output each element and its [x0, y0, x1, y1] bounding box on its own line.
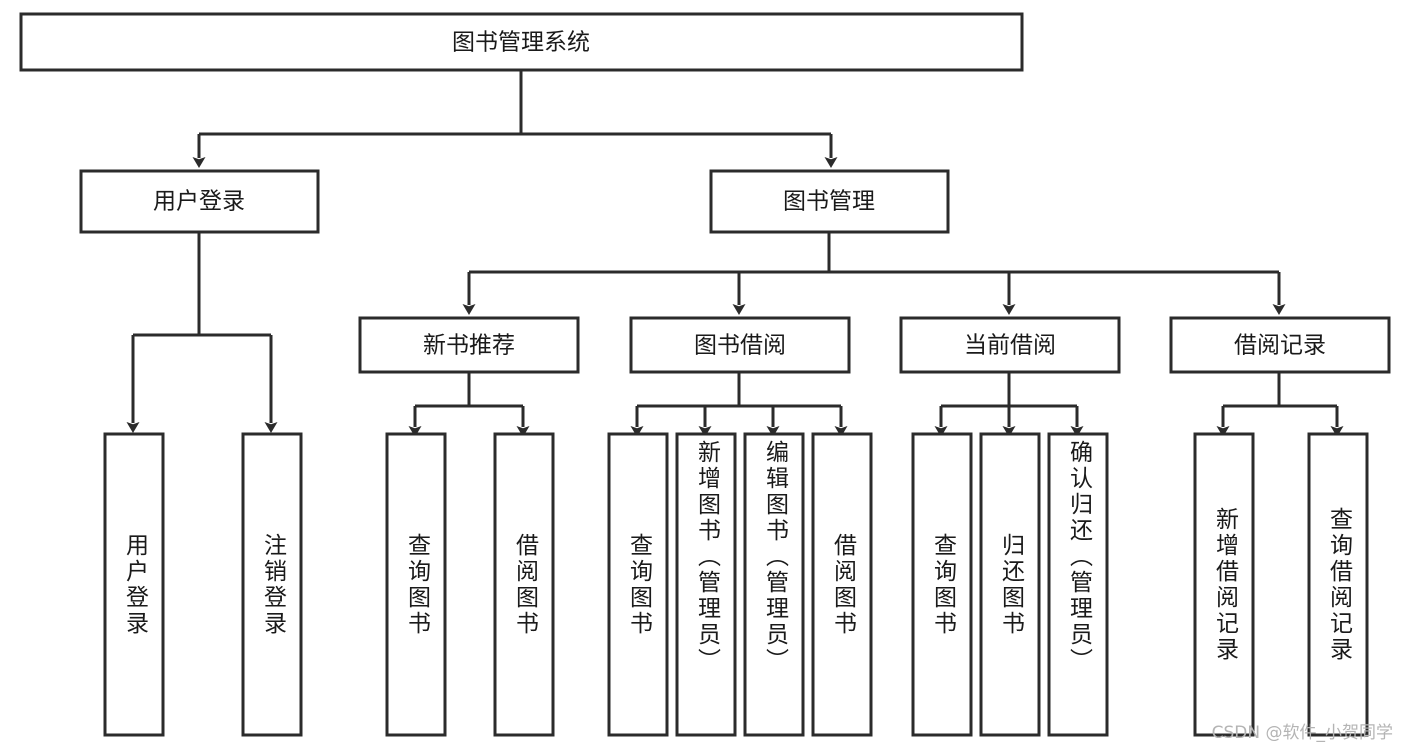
- connector-user-login-to-leaves: [126, 232, 278, 433]
- node-leaf-return-book[interactable]: [979, 432, 1041, 737]
- connector-book-manage-to-level3: [462, 232, 1286, 315]
- node-user-login-label: 用户登录: [153, 189, 245, 215]
- node-book-borrow[interactable]: 图书借阅: [629, 316, 851, 374]
- node-leaf-borrow-book-1[interactable]: [493, 432, 555, 737]
- connector-new-book-recommend-to-leaves: [408, 372, 530, 437]
- connector-current-borrow-to-leaves: [934, 372, 1084, 437]
- node-leaf-confirm-return[interactable]: [1047, 432, 1109, 737]
- connector-book-borrow-to-leaves: [630, 372, 848, 437]
- node-leaf-query-book-2[interactable]: [607, 432, 669, 737]
- node-book-manage-label: 图书管理: [783, 189, 875, 215]
- node-leaf-borrow-book-2[interactable]: [811, 432, 873, 737]
- node-leaf-query-record[interactable]: [1307, 432, 1369, 737]
- node-leaf-query-book-1[interactable]: [385, 432, 447, 737]
- node-root-label: 图书管理系统: [452, 30, 590, 56]
- node-leaf-edit-book[interactable]: [743, 432, 805, 737]
- node-borrow-record[interactable]: 借阅记录: [1169, 316, 1391, 374]
- node-leaf-add-book[interactable]: [675, 432, 737, 737]
- connector-root-to-level2: [192, 70, 838, 168]
- node-new-book-recommend[interactable]: 新书推荐: [358, 316, 580, 374]
- connector-borrow-record-to-leaves: [1216, 372, 1344, 437]
- node-leaf-user-logout[interactable]: [241, 432, 303, 737]
- node-leaf-query-book-3[interactable]: [911, 432, 973, 737]
- node-root[interactable]: 图书管理系统: [19, 12, 1024, 72]
- node-user-login[interactable]: 用户登录: [79, 169, 320, 234]
- csdn-watermark: CSDN @软件_小贺同学: [1211, 723, 1393, 743]
- node-book-borrow-label: 图书借阅: [694, 333, 786, 359]
- node-current-borrow[interactable]: 当前借阅: [899, 316, 1121, 374]
- node-new-book-recommend-label: 新书推荐: [423, 333, 515, 359]
- node-current-borrow-label: 当前借阅: [964, 333, 1056, 359]
- node-book-manage[interactable]: 图书管理: [709, 169, 950, 234]
- node-leaf-add-record[interactable]: [1193, 432, 1255, 737]
- node-leaf-user-login[interactable]: [103, 432, 165, 737]
- node-borrow-record-label: 借阅记录: [1234, 333, 1326, 359]
